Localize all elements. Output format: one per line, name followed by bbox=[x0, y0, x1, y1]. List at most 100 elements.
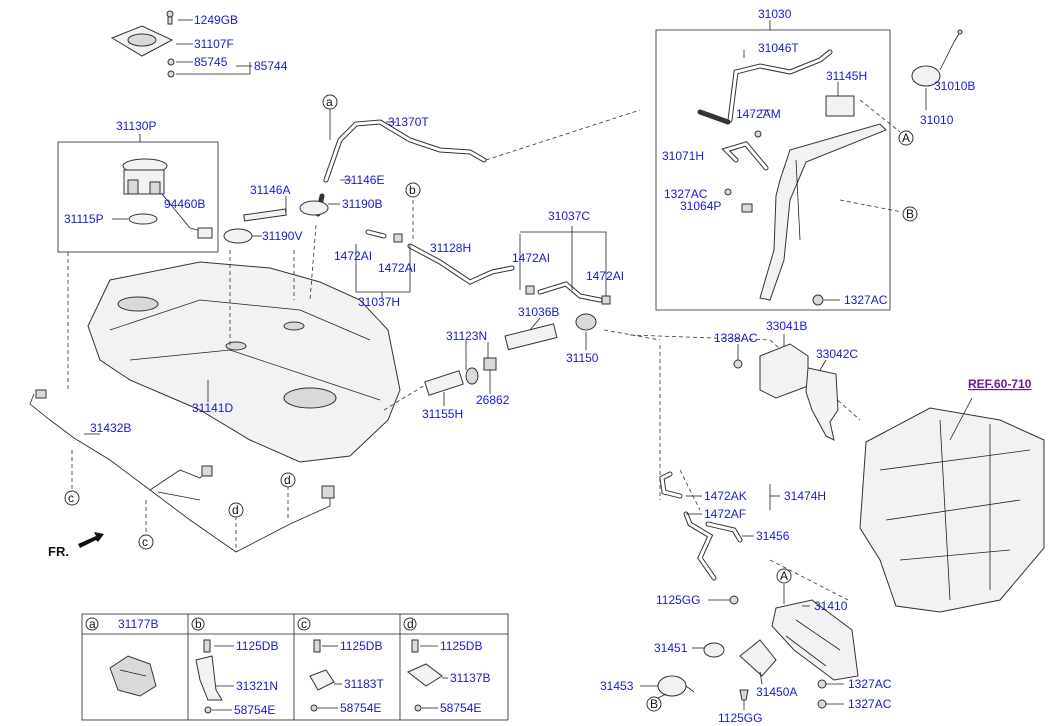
callout-B-bottom bbox=[646, 696, 662, 712]
callout-c-left bbox=[64, 490, 80, 506]
label-1327ac-upper[interactable]: 1327AC bbox=[664, 187, 708, 201]
legend-d-item-1[interactable]: 1125DB bbox=[440, 639, 482, 653]
callout-b-hose bbox=[405, 182, 421, 198]
canister-hoses bbox=[659, 471, 780, 581]
callout-b-hose-text: b bbox=[409, 183, 416, 197]
legend-key-d: d bbox=[407, 617, 414, 631]
legend-b-item-1[interactable]: 1125DB bbox=[236, 639, 278, 653]
label-31150[interactable]: 31141D bbox=[192, 401, 233, 415]
ref-label[interactable]: REF.60-710 bbox=[968, 377, 1032, 391]
label-33042c[interactable]: 33042C bbox=[816, 347, 858, 361]
label-1327ac-lower[interactable]: 1327AC bbox=[844, 293, 888, 307]
label-31107f[interactable]: 31107F bbox=[194, 37, 234, 51]
filler-neck-assembly-box bbox=[655, 20, 891, 311]
label-31190b[interactable]: 31190B bbox=[342, 197, 382, 211]
nut-1327ac-lower bbox=[812, 294, 824, 306]
callout-a-top-text: a bbox=[326, 95, 333, 109]
label-31370t[interactable]: 31370T bbox=[388, 115, 429, 129]
label-85745[interactable]: 85745 bbox=[194, 55, 228, 69]
legend-key-b: b bbox=[195, 617, 202, 631]
label-31453[interactable]: 31453 bbox=[600, 679, 634, 693]
callout-B-top bbox=[902, 206, 918, 222]
canister-assembly bbox=[640, 584, 859, 710]
legend-b-item-2[interactable]: 31321N bbox=[236, 679, 278, 693]
fuel-cap bbox=[911, 29, 963, 110]
label-1472ak[interactable]: 1472AK bbox=[704, 489, 747, 503]
legend-d-item-3[interactable]: 58754E bbox=[440, 701, 481, 715]
callout-d-right bbox=[280, 472, 296, 488]
legend-table: a 31177B b 1125DB 31321N 58754E c 1125DB… bbox=[81, 613, 509, 721]
label-31450a[interactable]: 31450A bbox=[756, 685, 797, 699]
callout-c-bottom-text: c bbox=[142, 535, 148, 549]
label-31141d[interactable]: 31123N bbox=[446, 329, 487, 343]
label-31145h[interactable]: 31145H bbox=[826, 69, 867, 83]
label-1249gb[interactable]: 1249GB bbox=[194, 13, 238, 27]
callout-A-bottom bbox=[776, 568, 792, 584]
label-26862[interactable]: 26862 bbox=[476, 393, 510, 407]
label-1472am[interactable]: 1472AM bbox=[736, 107, 781, 121]
callout-d-middle bbox=[228, 502, 244, 518]
front-label: FR. bbox=[48, 544, 69, 559]
label-1472ai-middle[interactable]: 1472AI bbox=[378, 261, 416, 275]
label-94460b[interactable]: 94460B bbox=[164, 197, 205, 211]
dashed-leaders bbox=[67, 109, 861, 601]
label-31146a[interactable]: 31146A bbox=[250, 183, 290, 197]
label-31146e[interactable]: 31146E bbox=[344, 173, 384, 187]
label-1327ac-bottom-b[interactable]: 1327AC bbox=[848, 697, 892, 711]
label-31064p[interactable]: 31064P bbox=[680, 199, 721, 213]
wiring-harness bbox=[29, 389, 335, 553]
rollover-valves bbox=[223, 196, 340, 244]
legend-key-a: a bbox=[89, 617, 96, 631]
front-arrow-icon bbox=[78, 532, 104, 548]
label-31410[interactable]: 31410 bbox=[814, 599, 848, 613]
callout-d-middle-text: d bbox=[232, 503, 239, 517]
label-31128h[interactable]: 31128H bbox=[430, 241, 471, 255]
label-1327ac-bottom-a[interactable]: 1327AC bbox=[848, 677, 892, 691]
label-31123n[interactable]: 31150 bbox=[566, 351, 599, 365]
label-1472ai-right-a[interactable]: 1472AI bbox=[512, 251, 550, 265]
label-1472ai-right-b[interactable]: 1472AI bbox=[586, 269, 624, 283]
legend-c-item-3[interactable]: 58754E bbox=[340, 701, 381, 715]
label-1472ai-left[interactable]: 1472AI bbox=[334, 249, 372, 263]
callout-c-left-text: c bbox=[68, 491, 74, 505]
label-31451[interactable]: 31451 bbox=[654, 641, 688, 655]
legend-part-31177b[interactable]: 31177B bbox=[118, 617, 158, 631]
legend-d-item-2[interactable]: 31137B bbox=[450, 671, 490, 685]
fuel-pump-assembly-box bbox=[57, 134, 219, 253]
callout-A-bottom-text: A bbox=[780, 569, 788, 583]
label-31130p[interactable]: 31130P bbox=[116, 119, 156, 133]
legend-c-item-1[interactable]: 1125DB bbox=[340, 639, 382, 653]
label-31474h[interactable]: 31474H bbox=[784, 489, 826, 503]
label-1125gg-upper[interactable]: 1125GG bbox=[656, 593, 700, 607]
label-1125gg-lower[interactable]: 1125GG bbox=[718, 711, 762, 725]
label-31037c[interactable]: 31037C bbox=[548, 209, 590, 223]
callout-B-bottom-text: B bbox=[650, 697, 658, 711]
label-1338ac[interactable]: 1338AC bbox=[714, 331, 758, 345]
filler-hoses bbox=[355, 226, 611, 305]
canister-bracket bbox=[733, 334, 839, 441]
legend-c-item-2[interactable]: 31183T bbox=[344, 677, 384, 691]
fuel-tank bbox=[87, 261, 401, 463]
label-31030[interactable]: 31030 bbox=[758, 7, 792, 21]
callout-A-top bbox=[898, 130, 914, 146]
label-31071h[interactable]: 31071H bbox=[662, 149, 704, 163]
label-31010[interactable]: 31010 bbox=[920, 113, 954, 127]
filler-inlet-parts bbox=[424, 313, 597, 406]
label-31190v[interactable]: 31190V bbox=[262, 229, 302, 243]
label-31036b[interactable]: 31036B bbox=[518, 305, 559, 319]
label-31115p[interactable]: 31115P bbox=[64, 212, 104, 226]
label-31037h[interactable]: 31037H bbox=[358, 295, 400, 309]
label-31155h[interactable]: 31155H bbox=[422, 407, 463, 421]
label-31432b[interactable]: 31432B bbox=[90, 421, 131, 435]
label-1472af[interactable]: 1472AF bbox=[704, 507, 746, 521]
label-33041b[interactable]: 33041B bbox=[766, 319, 807, 333]
callout-A-top-text: A bbox=[902, 131, 910, 145]
legend-key-c: c bbox=[301, 617, 307, 631]
callout-d-right-text: d bbox=[284, 473, 291, 487]
callout-B-top-text: B bbox=[906, 207, 914, 221]
label-85744[interactable]: 85744 bbox=[254, 59, 288, 73]
legend-b-item-3[interactable]: 58754E bbox=[234, 703, 275, 717]
label-31010b[interactable]: 31010B bbox=[934, 79, 975, 93]
label-31456[interactable]: 31456 bbox=[756, 529, 790, 543]
label-31046t[interactable]: 31046T bbox=[758, 41, 799, 55]
